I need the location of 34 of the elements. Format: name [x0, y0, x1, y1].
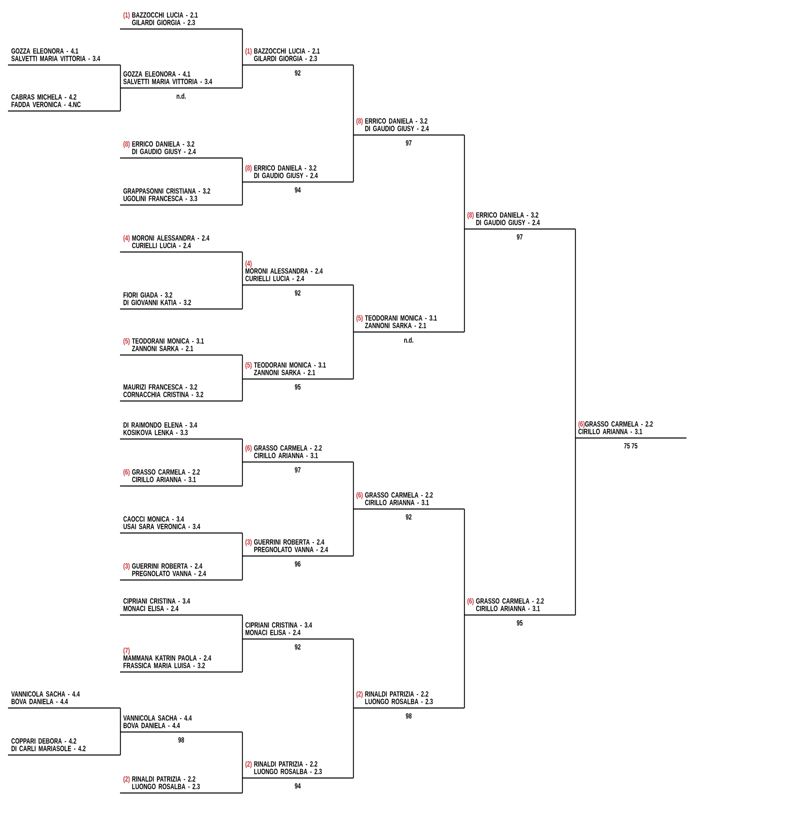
bracket-line — [352, 508, 354, 556]
bracket-line — [242, 158, 243, 182]
bracket-line — [464, 508, 465, 616]
bracket-line — [120, 64, 121, 88]
bracket-line — [120, 88, 121, 112]
bracket-line — [242, 638, 243, 672]
bracket-line — [574, 438, 576, 616]
bracket-line — [242, 778, 243, 794]
bracket-line — [464, 228, 465, 332]
bracket-line — [242, 732, 243, 778]
bracket-line — [352, 708, 354, 778]
bracket-line — [120, 732, 121, 756]
bracket-line — [242, 28, 243, 66]
bracket-line — [464, 134, 465, 230]
bracket-line — [242, 284, 243, 310]
bracket-line — [242, 614, 243, 640]
bracket-line — [242, 182, 243, 206]
bracket-line — [242, 438, 243, 462]
bracket-line — [242, 462, 243, 486]
bracket-line — [242, 64, 243, 88]
bracket-line — [120, 708, 121, 732]
bracket-line — [242, 354, 243, 380]
bracket-line — [242, 378, 243, 402]
bracket-line — [352, 332, 354, 380]
bracket-line — [352, 638, 354, 708]
bracket-line — [242, 532, 243, 556]
bracket-line — [464, 614, 465, 708]
bracket-line — [352, 64, 354, 136]
bracket-line — [242, 556, 243, 580]
bracket-line — [352, 284, 354, 332]
bracket-line — [574, 228, 576, 438]
bracket-line — [352, 462, 354, 510]
bracket-line — [352, 134, 354, 182]
bracket-line — [242, 252, 243, 286]
